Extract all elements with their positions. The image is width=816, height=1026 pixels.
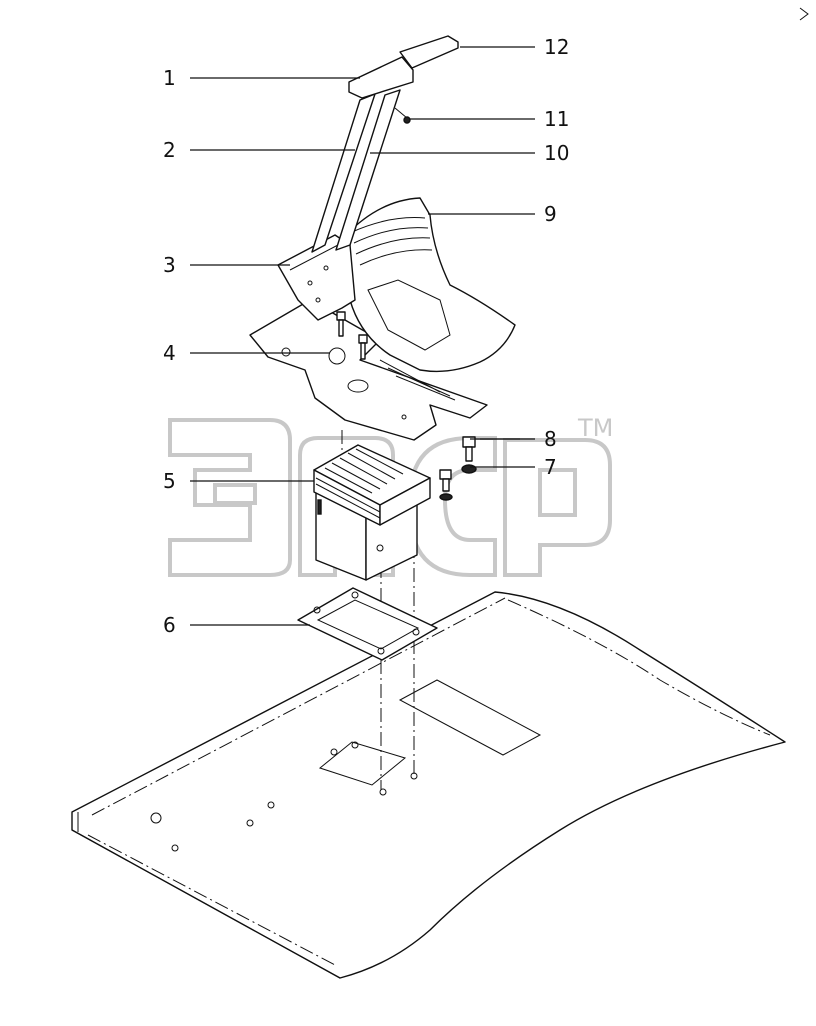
callout-4: 4	[163, 341, 176, 365]
callout-10: 10	[544, 141, 569, 165]
floor-plate	[71, 591, 786, 979]
callout-11: 11	[544, 107, 569, 131]
part-6-gasket	[297, 587, 438, 661]
part-5-controller-box	[313, 444, 431, 581]
leader-lines	[190, 46, 535, 626]
callout-9: 9	[544, 202, 557, 226]
callout-3: 3	[163, 253, 176, 277]
part-8-bolt	[462, 436, 476, 462]
part-3-housing	[277, 234, 356, 321]
callout-8: 8	[544, 427, 557, 451]
part-11-screw	[394, 107, 411, 124]
second-bolt-and-washer	[439, 469, 453, 501]
callout-6: 6	[163, 613, 176, 637]
callout-1: 1	[163, 66, 176, 90]
part-1-handle-pad	[348, 56, 414, 99]
callout-7: 7	[544, 455, 557, 479]
callout-2: 2	[163, 138, 176, 162]
part-12-handle-pad	[399, 35, 459, 69]
trademark-symbol: TM	[577, 414, 613, 442]
corner-mark	[799, 7, 809, 21]
part-10-lever-arm	[335, 89, 401, 251]
callout-labels: 1 2 3 4 5 6 7 8 9 10 11 12	[163, 35, 569, 637]
callout-12: 12	[544, 35, 569, 59]
part-7-washer	[461, 464, 477, 474]
callout-5: 5	[163, 469, 176, 493]
part-9-rubber-boot	[343, 197, 516, 401]
